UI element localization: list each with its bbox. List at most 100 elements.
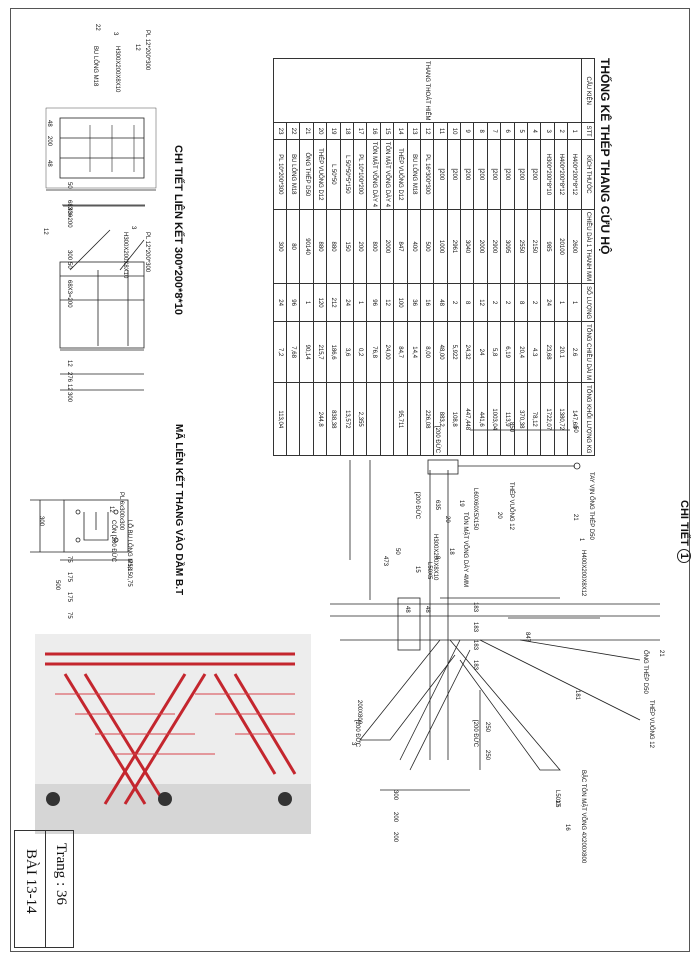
table-cell: 1 (567, 122, 582, 140)
connection-dimension: 68X3=200 (66, 280, 72, 308)
table-cell: 5,922 (447, 321, 461, 383)
table-cell: 24 (273, 283, 287, 322)
connection-marker: 3 (130, 226, 136, 230)
detail-one-dimension: 847 (524, 632, 530, 643)
table-cell: 17 (353, 122, 367, 140)
detail-one-label: BẬC TÔN MẶT VÕNG 4X200X800 (580, 770, 586, 864)
detail-one-label: TÔN MẶT VÕNG DÀY 4MM (462, 512, 468, 588)
table-cell: 23,68 (540, 321, 555, 383)
table-cell: 4 (527, 122, 541, 140)
stair-detail-drawing (330, 429, 660, 791)
base-label: CỐN [200 ĐỨC (110, 520, 116, 563)
table-cell: TÔN MẶT VÕNG DÀY 4 (366, 139, 381, 210)
table-cell: 2 (554, 122, 568, 140)
base-connection-drawing (30, 499, 132, 561)
table-cell: [200 (487, 139, 501, 210)
end-plate (59, 117, 145, 179)
table-cell: 113,04 (273, 382, 287, 456)
table-cell (299, 382, 314, 456)
table-cell: 24 (540, 283, 555, 322)
base-dimension: 175 (66, 592, 72, 603)
table-cell: 3,6 (340, 321, 354, 383)
connection-dimension: 50 (66, 182, 72, 189)
table-cell: 20 (313, 122, 327, 140)
table-cell: 16 (420, 283, 434, 322)
table-cell: [200 (527, 139, 541, 210)
table-cell: H400*200*8*12 (554, 139, 568, 210)
connection-label: PL 12*200*300 (144, 232, 150, 273)
title-block: Trang : 36 BÀI 13-14 (14, 830, 74, 948)
table-cell: 78,12 (527, 382, 541, 456)
table-cell: 80 (286, 209, 300, 284)
table-cell: 14 (393, 122, 408, 140)
table-cell: 20.1 (554, 321, 568, 383)
connection-marker: 22 (94, 24, 100, 31)
table-cell: 2 (487, 283, 501, 322)
detail-one-title: CHI TIẾT 1 (677, 500, 691, 564)
detail-one-dimension: 50 (572, 426, 578, 433)
table-cell: 13,572 (340, 382, 354, 456)
table-cell: 48 (433, 283, 448, 322)
base-dimension: 300 (38, 516, 44, 527)
header-quantity: SỐ LƯỢNG (581, 283, 595, 322)
table-cell: 2 (527, 283, 541, 322)
connection-dimension: 48 (46, 120, 52, 127)
table-cell: 8 (514, 283, 528, 322)
detail-one-label: L60X60X5X150 (472, 488, 478, 531)
table-cell: 147,68 (567, 382, 582, 456)
table-cell: 441,6 (473, 382, 488, 456)
table-cell: 8 (473, 122, 488, 140)
table-cell: 500 (420, 209, 434, 284)
table-cell: 108,8 (447, 382, 461, 456)
connection-dimension: 200 (46, 136, 52, 147)
table-cell: 18 (340, 122, 354, 140)
table-cell: 1722,07 (540, 382, 555, 456)
connection-dimension: 300 (66, 392, 72, 403)
table-cell: 3 (540, 122, 555, 140)
detail-one-dimension: 50 (394, 548, 400, 555)
table-cell: [200 (473, 139, 488, 210)
table-cell: 2000 (380, 209, 394, 284)
detail-one-marker: 20 (496, 512, 502, 519)
table-cell: 186,6 (326, 321, 341, 383)
table-cell: 447,448 (460, 382, 474, 456)
connection-label: PL 12*200*300 (144, 30, 150, 71)
detail-one-marker: 3 (350, 742, 356, 746)
table-cell: 7,2 (273, 321, 287, 383)
table-cell: 2150 (527, 209, 541, 284)
table-cell: 24,32 (460, 321, 474, 383)
table-cell: [200 (447, 139, 461, 210)
detail-one-marker: 21 (572, 514, 578, 521)
base-marker: 12 (108, 506, 114, 513)
table-cell: 150 (340, 209, 354, 284)
table-cell: 19 (326, 122, 341, 140)
detail-one-marker: 17 (554, 800, 560, 807)
detail-one-dimension: 200 (392, 812, 398, 823)
header-stt: STT (581, 122, 595, 140)
table-cell: 24 (340, 283, 354, 322)
detail-one-marker: 19 (458, 500, 464, 507)
table-cell: 96 (286, 283, 300, 322)
connection-marker: 12 (42, 228, 48, 235)
detail-one-marker: 16 (564, 824, 570, 831)
base-detail-title: MÃ LIÊN KẾT THANG VÀO DẦM B.T (173, 424, 184, 596)
base-dimension: 75,150,75 (126, 560, 132, 587)
detail-one-number: 1 (677, 548, 691, 564)
table-cell: 22 (286, 122, 300, 140)
table-cell: 200 (353, 209, 367, 284)
table-cell: 20,4 (514, 321, 528, 383)
table-cell: 4.3 (527, 321, 541, 383)
detail-one-label: [200 ĐỨC (434, 426, 440, 454)
table-cell: 226,08 (420, 382, 434, 456)
table-cell: 5 (514, 122, 528, 140)
table-cell: 838,38 (326, 382, 341, 456)
table-cell: 1 (554, 283, 568, 322)
drawing-frame (10, 8, 690, 952)
detail-one-dimension: 850 (508, 422, 514, 433)
table-cell: 76,8 (366, 321, 381, 383)
table-cell: L 50*50 (326, 139, 341, 210)
connection-dimension: 48 (46, 160, 52, 167)
table-cell: H400*200*8*12 (567, 139, 582, 210)
